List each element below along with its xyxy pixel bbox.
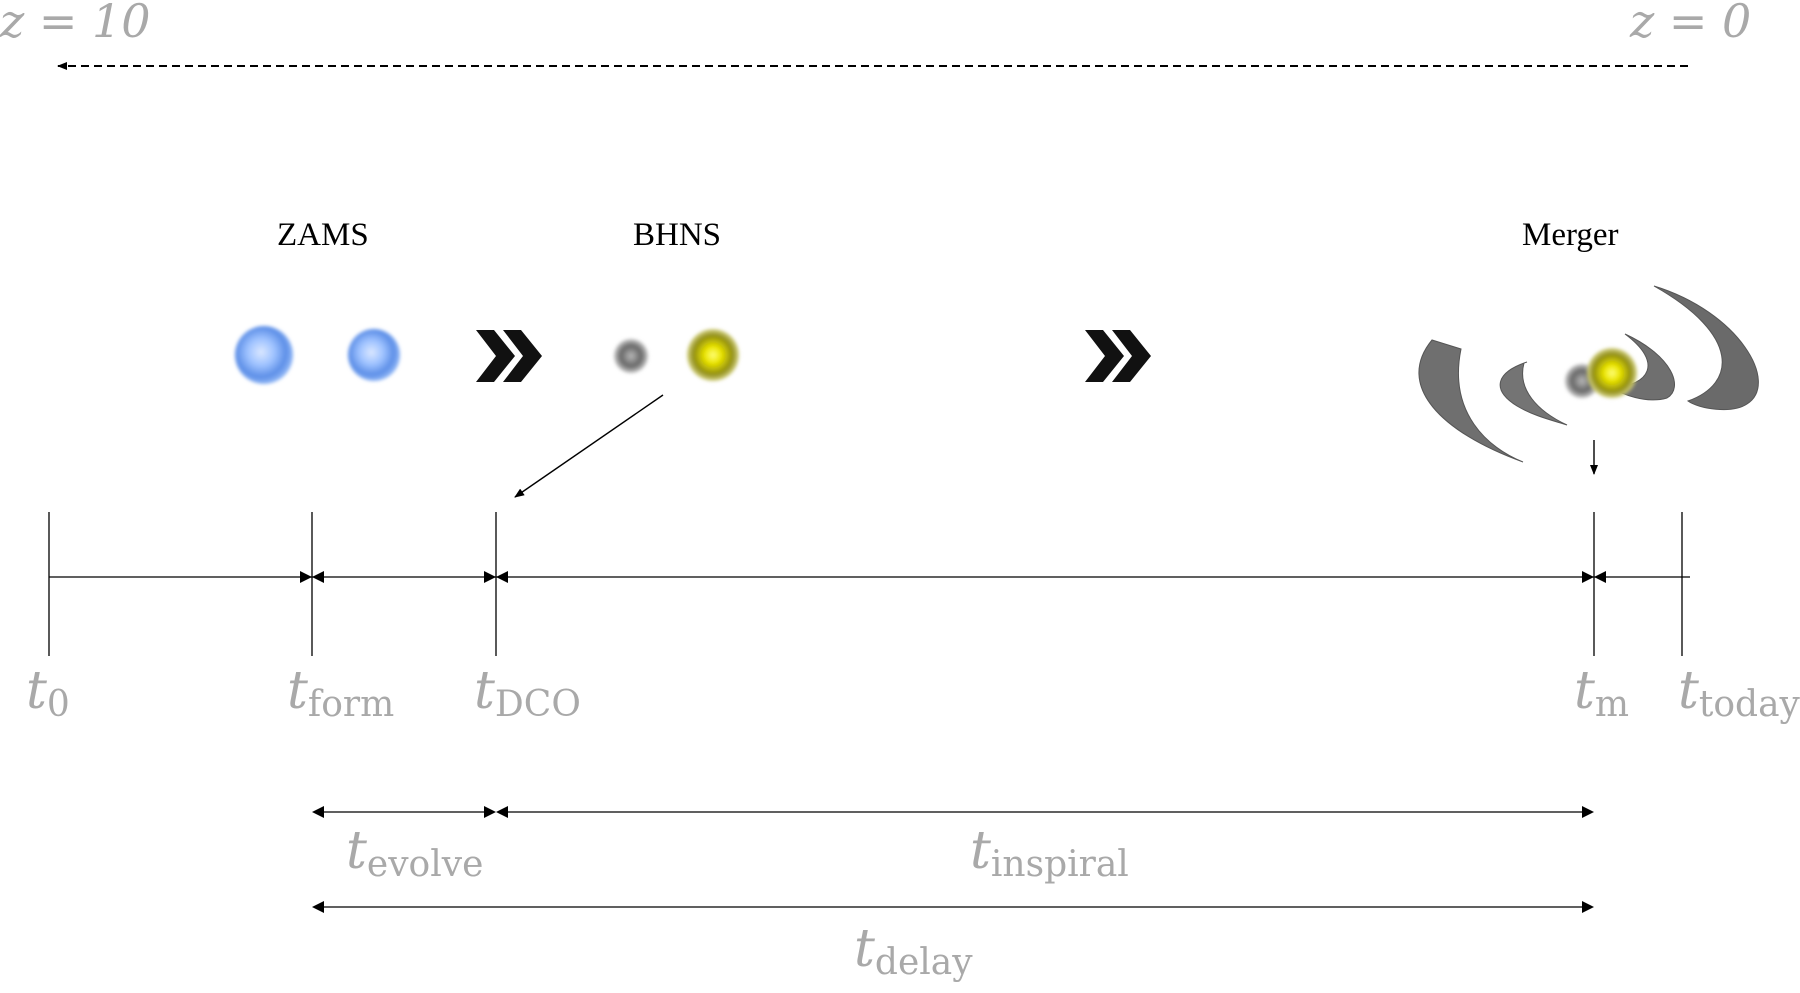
label-tinspiral: tinspiral xyxy=(970,821,1129,885)
interval-inspiral: tinspiral xyxy=(496,806,1594,885)
bhns-to-dco-arrow xyxy=(514,394,664,498)
star-primary xyxy=(235,326,293,384)
black-hole xyxy=(614,339,648,373)
redshift-start-label: z = 10 xyxy=(0,0,151,48)
interval-evolve: tevolve xyxy=(312,806,496,885)
merger-neutron-star xyxy=(1587,348,1637,398)
neutron-star xyxy=(687,329,739,381)
label-ttoday: ttoday xyxy=(1678,661,1800,725)
timeline-labels: t0 tform tDCO tm ttoday xyxy=(26,661,1800,725)
double-chevron-icon xyxy=(476,330,542,382)
star-secondary xyxy=(348,329,400,381)
label-t0: t0 xyxy=(26,661,70,725)
double-chevron-icon xyxy=(1085,330,1151,382)
stage-label-bhns: BHNS xyxy=(633,217,721,253)
redshift-axis: z = 10 z = 0 xyxy=(0,0,1751,70)
stage-label-zams: ZAMS xyxy=(277,217,369,253)
gravitational-wave-icon xyxy=(1418,285,1759,463)
interval-delay: tdelay xyxy=(312,901,1594,983)
label-tm: tm xyxy=(1574,661,1629,725)
zams-binary xyxy=(235,326,400,384)
junction-arrows-form xyxy=(300,571,324,583)
stage-labels: ZAMS BHNS Merger xyxy=(277,217,1619,253)
label-tform: tform xyxy=(287,661,394,725)
junction-arrows-m xyxy=(1582,571,1606,583)
main-timeline xyxy=(48,512,1690,656)
bhns-binary xyxy=(614,329,739,381)
stage-label-merger: Merger xyxy=(1522,217,1619,253)
junction-arrows-dco xyxy=(484,571,508,583)
redshift-end-label: z = 0 xyxy=(1629,0,1751,48)
label-tdco: tDCO xyxy=(474,661,581,725)
label-tevolve: tevolve xyxy=(346,821,483,885)
label-tdelay: tdelay xyxy=(854,919,973,983)
merger-binary xyxy=(1565,348,1637,398)
